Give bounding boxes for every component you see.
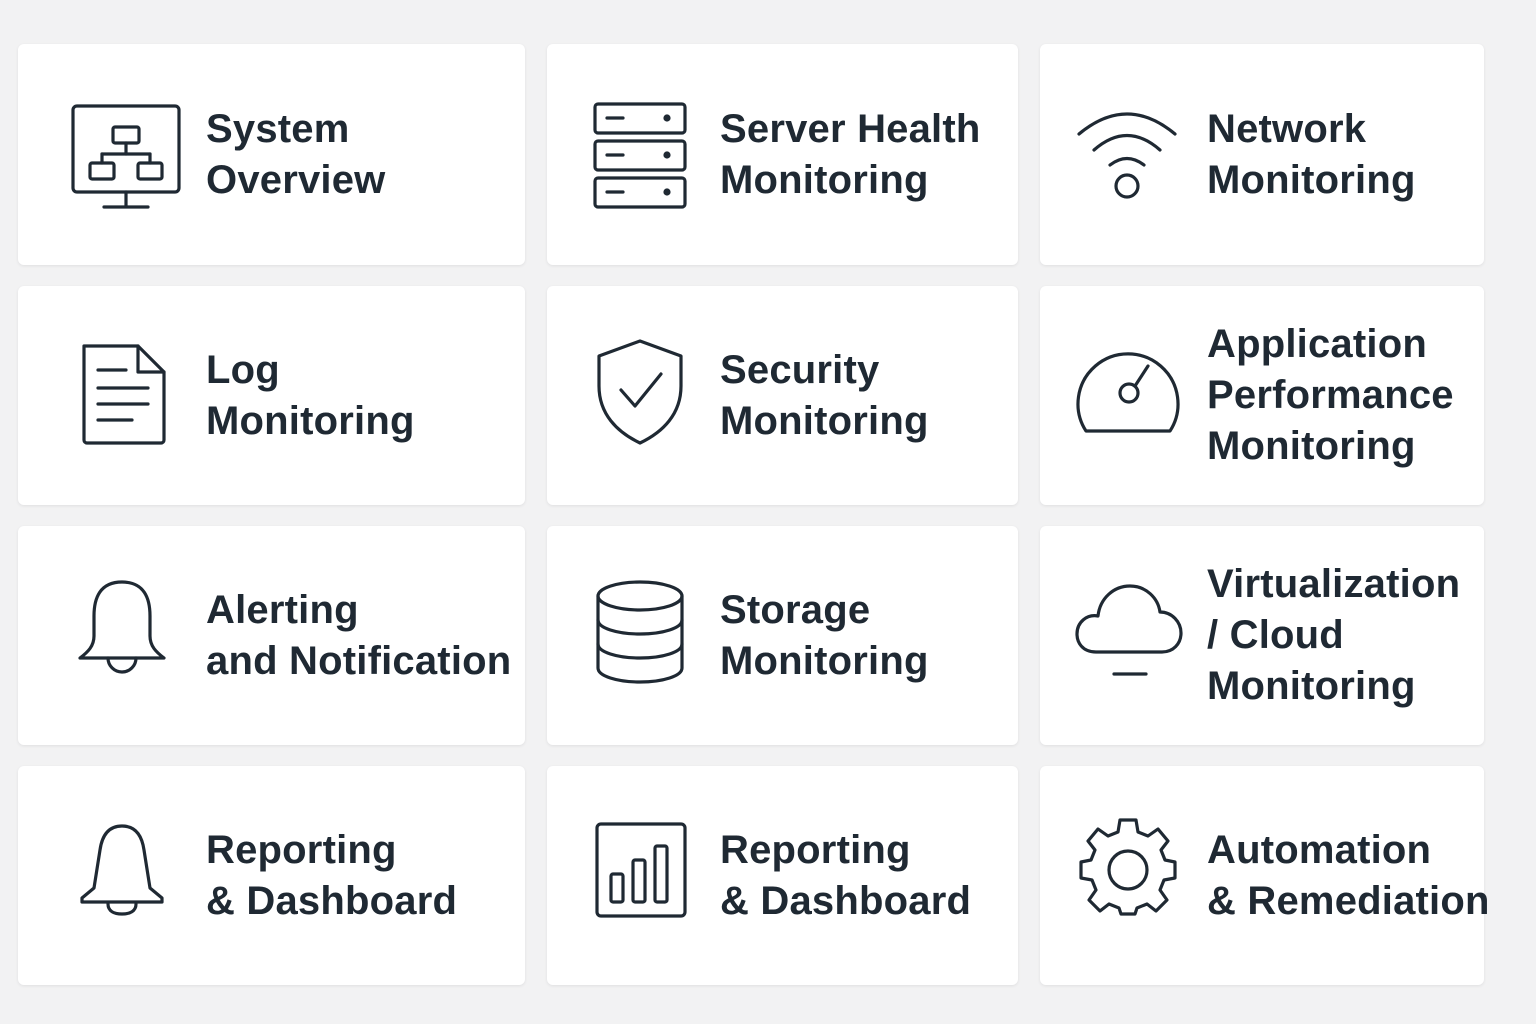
card-label: Server Health Monitoring (720, 106, 981, 202)
card-label: Storage Monitoring (720, 587, 929, 683)
card-log-monitoring[interactable]: Log Monitoring (18, 286, 525, 505)
card-virtualization-cloud-monitoring[interactable]: Virtualization / Cloud Monitoring (1040, 526, 1484, 745)
gear-icon (1076, 814, 1180, 918)
gauge-icon (1074, 338, 1182, 438)
server-rack-icon (591, 100, 689, 212)
card-reporting-dashboard-chart[interactable]: Reporting & Dashboard (547, 766, 1018, 985)
card-label: Log Monitoring (206, 347, 415, 443)
bell-icon (78, 822, 166, 918)
card-system-overview[interactable]: System Overview (18, 44, 525, 265)
document-icon (78, 340, 170, 446)
card-label: Reporting & Dashboard (720, 827, 972, 923)
card-label: Virtualization / Cloud Monitoring (1207, 562, 1461, 708)
card-label: System Overview (206, 106, 386, 202)
card-label: Automation & Remediation (1207, 827, 1490, 923)
card-automation-remediation[interactable]: Automation & Remediation (1040, 766, 1489, 985)
card-label: Alerting and Notification (206, 587, 512, 683)
card-server-health-monitoring[interactable]: Server Health Monitoring (547, 44, 1018, 265)
card-reporting-dashboard-bell[interactable]: Reporting & Dashboard (18, 766, 525, 985)
wifi-icon (1074, 104, 1180, 204)
card-label: Reporting & Dashboard (206, 827, 458, 923)
bar-chart-icon (593, 820, 689, 920)
card-label: Security Monitoring (720, 347, 929, 443)
card-network-monitoring[interactable]: Network Monitoring (1040, 44, 1484, 265)
bell-icon (76, 578, 168, 680)
card-label: Network Monitoring (1207, 106, 1416, 202)
cloud-icon (1074, 582, 1184, 680)
card-application-performance-monitoring[interactable]: Application Performance Monitoring (1040, 286, 1484, 505)
card-alerting-and-notification[interactable]: Alerting and Notification (18, 526, 525, 745)
database-icon (593, 578, 687, 688)
card-security-monitoring[interactable]: Security Monitoring (547, 286, 1018, 505)
shield-check-icon (593, 336, 687, 448)
card-label: Application Performance Monitoring (1207, 322, 1454, 468)
monitor-hierarchy-icon (70, 102, 182, 212)
card-storage-monitoring[interactable]: Storage Monitoring (547, 526, 1018, 745)
